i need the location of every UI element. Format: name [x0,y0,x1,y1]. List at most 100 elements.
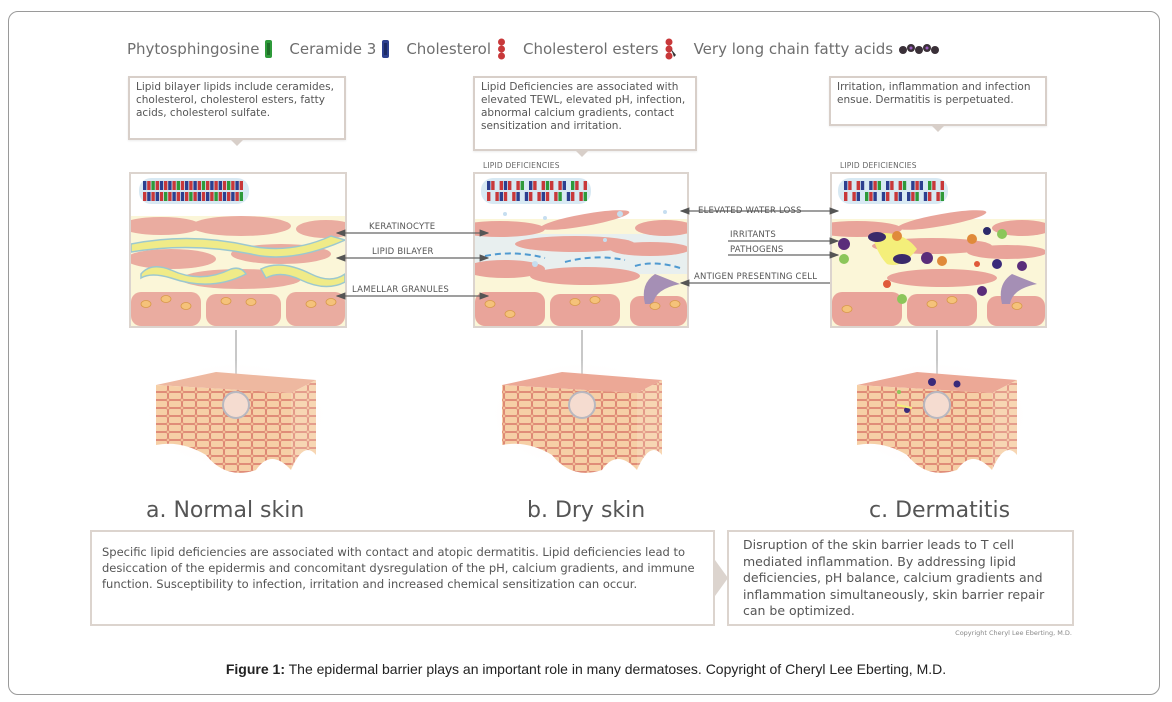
lipid-molecule [176,181,180,190]
lipid-molecule [143,192,147,201]
lipid-molecule [508,181,512,190]
lipid-molecule [499,192,503,201]
lipid-molecule [155,192,159,201]
lipid-molecule [193,181,197,190]
dermatitis-illustration [832,174,1045,326]
lipid-molecule [180,192,185,201]
figure-caption-label: Figure 1: [225,661,285,677]
lipid-molecule [873,192,877,201]
lipid-molecule [865,192,869,201]
lipid-molecule-strip [481,178,591,204]
copyright-note: Copyright Cheryl Lee Eberting, M.D. [955,629,1072,637]
legend-item-cholesterol-esters: Cholesterol esters [523,38,678,60]
lipid-molecule [911,181,915,190]
lipid-molecule [898,181,902,190]
lipid-molecule [503,192,508,201]
lipid-molecule [512,192,516,201]
lipid-molecule [210,192,214,201]
lipid-molecule [928,181,932,190]
lipid-molecule [545,181,550,190]
lipid-molecule [571,192,575,201]
lipid-molecule [541,181,545,190]
legend-item-fatty-acids: Very long chain fatty acids [694,40,943,58]
irritants-label: IRRITANTS [730,230,776,240]
lipid-molecule [516,192,520,201]
lipid-molecule [222,181,227,190]
lipid-molecule [890,181,894,190]
lipid-molecule [214,181,218,190]
lipid-molecule [503,181,508,190]
lipid-molecule [143,181,147,190]
elevated-water-loss-label: ELEVATED WATER LOSS [698,206,802,216]
lipid-molecule [529,181,533,190]
lipid-molecule [923,192,928,201]
lipid-molecule [193,192,197,201]
lipid-molecule [579,192,583,201]
lipid-molecule [147,181,151,190]
lipid-molecule [520,181,524,190]
legend-item-ceramide-3: Ceramide 3 [289,39,390,59]
lipid-molecule [231,181,235,190]
lipid-molecule [848,181,852,190]
lipid-molecule [524,192,529,201]
lipid-molecule [159,192,164,201]
lipid-deficiencies-label-dry: LIPID DEFICIENCIES [483,161,560,170]
lipid-molecule [239,192,243,201]
lipid-molecule [529,192,533,201]
lipid-molecule [869,192,873,201]
keratinocyte-label: KERATINOCYTE [369,222,436,232]
lipid-molecule [533,181,537,190]
lipid-molecule [210,181,214,190]
legend-item-cholesterol: Cholesterol [406,38,507,60]
lipid-molecule [189,181,193,190]
lipid-molecule [218,181,222,190]
lipid-molecule [185,181,189,190]
lipid-molecule [915,181,919,190]
lipid-molecule [168,192,172,201]
normal-skin-microscopic-panel [129,172,347,328]
lipid-molecule [516,181,520,190]
cholesterol-esters-molecule-icon [665,38,676,60]
lipid-molecule [155,181,159,190]
lipid-molecule [852,192,856,201]
figure-caption-text: The epidermal barrier plays an important… [284,661,947,677]
section-title-dermatitis: c. Dermatitis [869,498,1011,523]
fatty-acids-molecule-icon [899,44,940,54]
lipid-molecule [495,192,499,201]
cholesterol-molecule-icon [498,38,505,60]
description-right: Disruption of the skin barrier leads to … [727,530,1074,626]
legend-label: Cholesterol [406,40,491,58]
lipid-molecule [164,192,168,201]
lipid-molecule [151,181,155,190]
lipid-molecule [206,181,210,190]
legend-label: Phytosphingosine [127,40,260,58]
normal-skin-illustration [131,174,345,326]
lipid-molecule [898,192,902,201]
lipid-molecule [554,192,558,201]
lipid-molecule [176,192,180,201]
lamellar-granules-label: LAMELLAR GRANULES [352,285,449,295]
lipid-molecule [487,181,491,190]
callout-normal-skin: Lipid bilayer lipids include ceramides, … [128,76,346,146]
legend-label: Ceramide 3 [289,40,377,58]
callout-pointer [230,139,244,146]
lipid-molecule [201,181,206,190]
dermatitis-microscopic-panel [830,172,1047,328]
dry-skin-illustration [475,174,687,326]
description-left: Specific lipid deficiencies are associat… [90,530,715,626]
lipid-molecule [180,181,185,190]
callout-pointer [575,150,589,157]
lipid-molecule [911,192,915,201]
lipid-molecule [877,181,881,190]
legend-item-phytosphingosine: Phytosphingosine [127,39,273,59]
lipid-molecule [197,192,201,201]
lipid-molecule [491,181,495,190]
lipid-molecule [844,192,848,201]
lipid-molecule [881,192,886,201]
lipid-molecule [940,181,944,190]
lipid-molecule [151,192,155,201]
lipid-molecule [201,192,206,201]
lipid-molecule [844,181,848,190]
lipid-molecule [168,181,172,190]
lipid-molecule [566,192,571,201]
